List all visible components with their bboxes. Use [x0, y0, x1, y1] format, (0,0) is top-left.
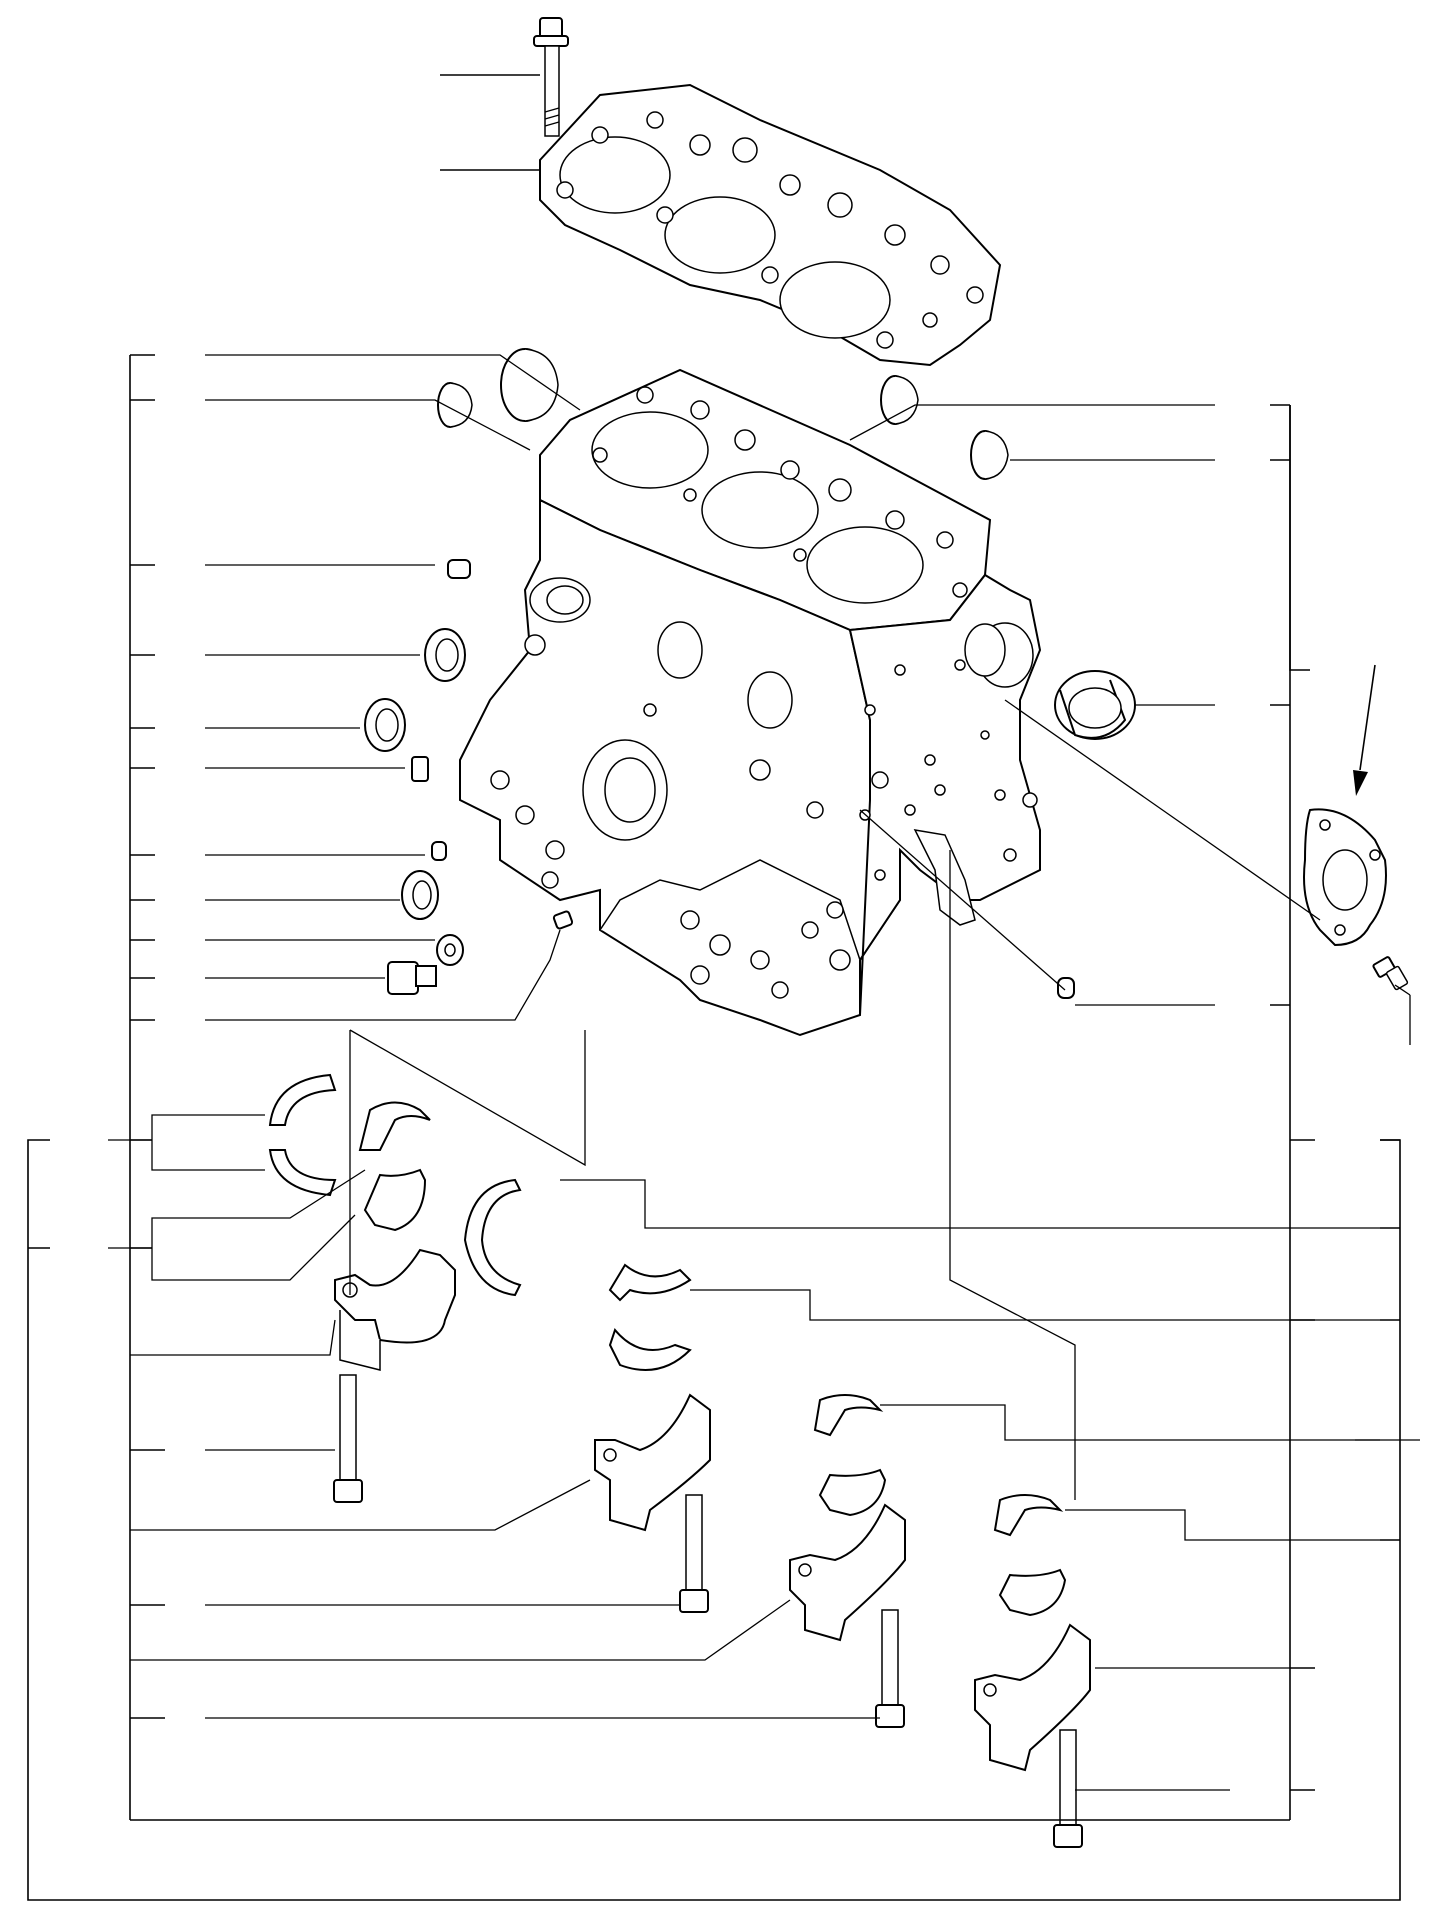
expansion-plug-small: [437, 382, 473, 428]
flange-bolt: [1372, 956, 1409, 991]
main-bearing-pair-2: [608, 1263, 692, 1371]
cylinder-block: [459, 368, 1042, 1037]
plug-side-small: [1057, 977, 1075, 999]
camshaft-bushing: [1054, 670, 1136, 740]
cylinder-head-gasket: [539, 83, 1002, 367]
right-bracket-ends: [1380, 1139, 1400, 1541]
thrust-washer-set-left: [268, 1073, 337, 1197]
oil-seal-2: [364, 698, 406, 752]
dowel-pin-top: [447, 559, 471, 579]
head-bolt: [533, 17, 569, 137]
plug-right-1: [880, 375, 919, 425]
cap-bolt-4: [1053, 1729, 1083, 1848]
thrust-washer-set-right: [463, 1178, 522, 1297]
washer: [436, 934, 464, 966]
main-bearing-pair-3: [813, 1394, 887, 1517]
main-bearing-pair-4: [993, 1494, 1067, 1617]
oil-seal-1: [424, 628, 466, 682]
plug-right-2: [970, 430, 1009, 480]
cap-bolt-3: [875, 1609, 905, 1728]
drain-bolt: [387, 961, 437, 995]
expansion-plug-large: [500, 348, 559, 422]
main-bearing-cap-3: [789, 1503, 906, 1642]
main-bearing-cap-front: [334, 1248, 456, 1371]
oil-seal-3: [401, 870, 439, 920]
arrow-pointer: [1353, 664, 1376, 796]
main-bearing-cap-rear: [974, 1623, 1091, 1772]
cap-bolt-2: [679, 1494, 709, 1613]
plug-screw: [411, 756, 429, 782]
dowel-pin-bottom: [552, 910, 574, 930]
cap-bolt-1: [333, 1374, 363, 1503]
small-plug: [431, 841, 447, 861]
main-bearing-upper-left: [358, 1101, 431, 1232]
main-bearing-cap-2: [594, 1393, 711, 1532]
cover-plate: [1303, 808, 1387, 947]
